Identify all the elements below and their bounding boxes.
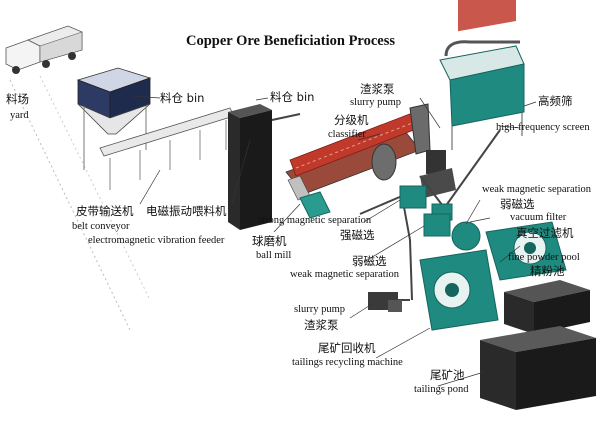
strong-mag-en: strong magnetic separation — [258, 216, 371, 227]
yard-label-zh: 料场 — [6, 94, 29, 106]
diagram-title: Copper Ore Beneficiation Process — [186, 34, 395, 49]
tailings-machine-zh: 尾矿回收机 — [318, 343, 376, 355]
yard-label-en: yard — [10, 111, 29, 122]
truck-icon — [6, 26, 82, 74]
fine-pool-zh: 精粉池 — [530, 266, 565, 278]
hf-screen-en: high-frequency screen — [496, 123, 590, 134]
bin-1-hopper — [78, 68, 150, 170]
weak-mag-right-en: weak magnetic separation — [482, 185, 591, 196]
fine-powder-pool — [504, 280, 590, 334]
bin-2-tower — [228, 104, 272, 230]
tailings-machine-en: tailings recycling machine — [292, 358, 403, 369]
belt-conveyor-en: belt conveyor — [72, 222, 129, 233]
tailings-pond — [480, 326, 596, 410]
feeder-en: electromagnetic vibration feeder — [88, 236, 224, 247]
fine-pool-en: fine powder pool — [508, 253, 580, 264]
vacuum-filter-zh: 真空过滤机 — [516, 228, 574, 240]
classifier-en: classifier — [328, 130, 366, 141]
slurry-pump-bottom — [368, 292, 402, 312]
tailings-pond-en: tailings pond — [414, 385, 469, 396]
weak-mag-mid-zh: 弱磁选 — [352, 256, 387, 268]
bin-1-label: 料仓 bin — [160, 93, 204, 105]
weak-mag-mid-en: weak magnetic separation — [290, 270, 399, 281]
classifier-zh: 分级机 — [334, 115, 369, 127]
strong-magnetic-separator — [400, 186, 426, 208]
slurry-pump-bot-en: slurry pump — [294, 305, 345, 316]
slurry-pump-top-en: slurry pump — [350, 98, 401, 109]
slurry-pump-top-zh: 渣浆泵 — [360, 84, 395, 96]
vacuum-filter-en: vacuum filter — [510, 213, 566, 224]
strong-mag-zh: 强磁选 — [340, 230, 375, 242]
weak-mag-right-zh: 弱磁选 — [500, 199, 535, 211]
belt-conveyor-zh: 皮带输送机 — [76, 206, 134, 218]
hf-screen-zh: 高频筛 — [538, 96, 573, 108]
tailings-pond-zh: 尾矿池 — [430, 370, 465, 382]
ball-mill-zh: 球磨机 — [252, 236, 287, 248]
bin-2-label: 料仓 bin — [270, 92, 314, 104]
tailings-recycling-machine — [420, 250, 498, 330]
feeder-zh: 电磁振动喂料机 — [146, 206, 227, 218]
weak-magnetic-separator-mid — [424, 214, 450, 236]
ball-mill-en: ball mill — [256, 251, 291, 262]
slurry-pump-bot-zh: 渣浆泵 — [304, 320, 339, 332]
